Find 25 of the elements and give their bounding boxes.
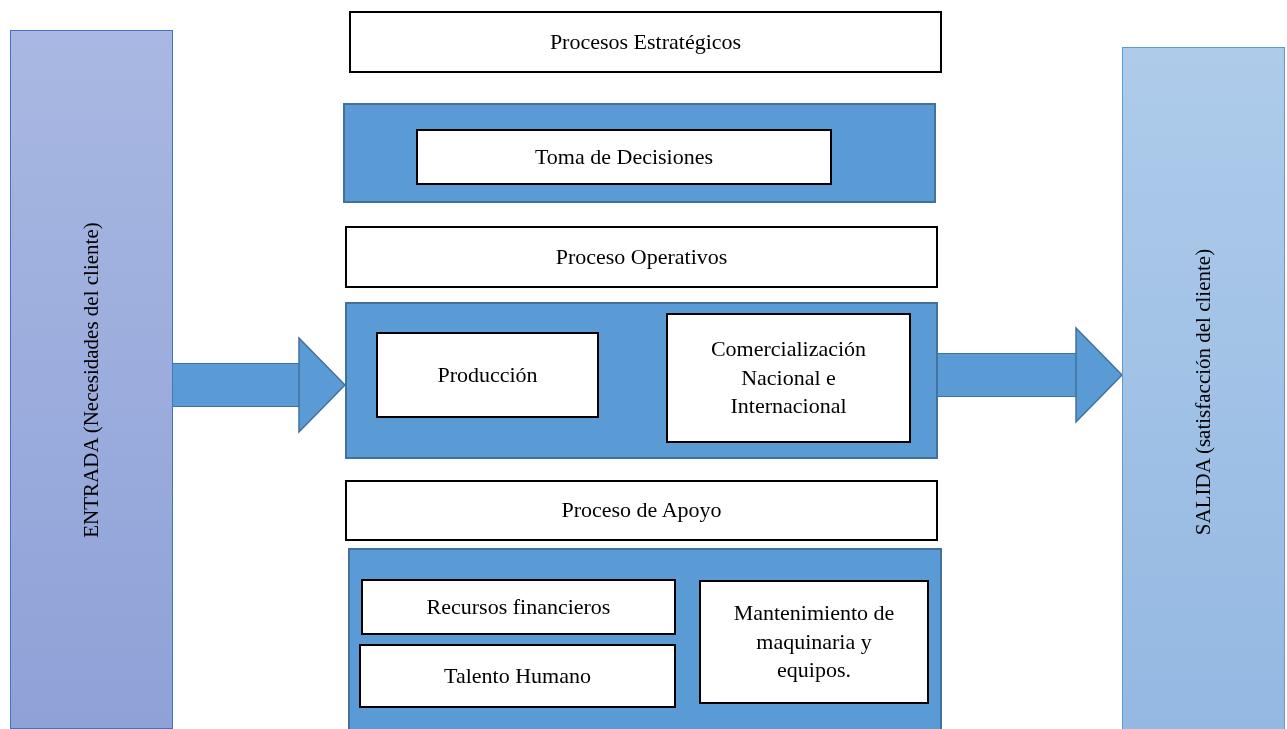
process-box [349, 11, 942, 73]
process-box [345, 480, 938, 541]
box-label: Recursos financieros [425, 592, 612, 621]
box-label: Producción [436, 360, 539, 389]
box-label: Proceso de Apoyo [560, 496, 723, 525]
box-label: Procesos Estratégicos [548, 27, 743, 56]
process-box [345, 226, 938, 288]
input-panel [10, 30, 173, 729]
vertical-label: ENTRADA (Necesidades del cliente) [77, 221, 104, 538]
process-box [376, 332, 599, 418]
box-label: Talento Humano [443, 661, 592, 690]
process-box [699, 580, 929, 704]
box-label: Comercialización Nacional e Internacional [709, 335, 868, 421]
process-band [348, 548, 942, 729]
process-band [343, 103, 936, 203]
process-box [361, 579, 676, 635]
process-box [359, 644, 676, 708]
box-label: Mantenimiento de maquinaria y equipos. [732, 599, 896, 685]
process-box [666, 313, 911, 443]
output-panel [1122, 47, 1285, 729]
process-box [416, 129, 832, 185]
vertical-label: SALIDA (satisfacción del cliente) [1189, 248, 1216, 536]
process-band [345, 302, 938, 459]
box-label: Toma de Decisiones [533, 142, 715, 171]
box-label: Proceso Operativos [554, 242, 729, 271]
